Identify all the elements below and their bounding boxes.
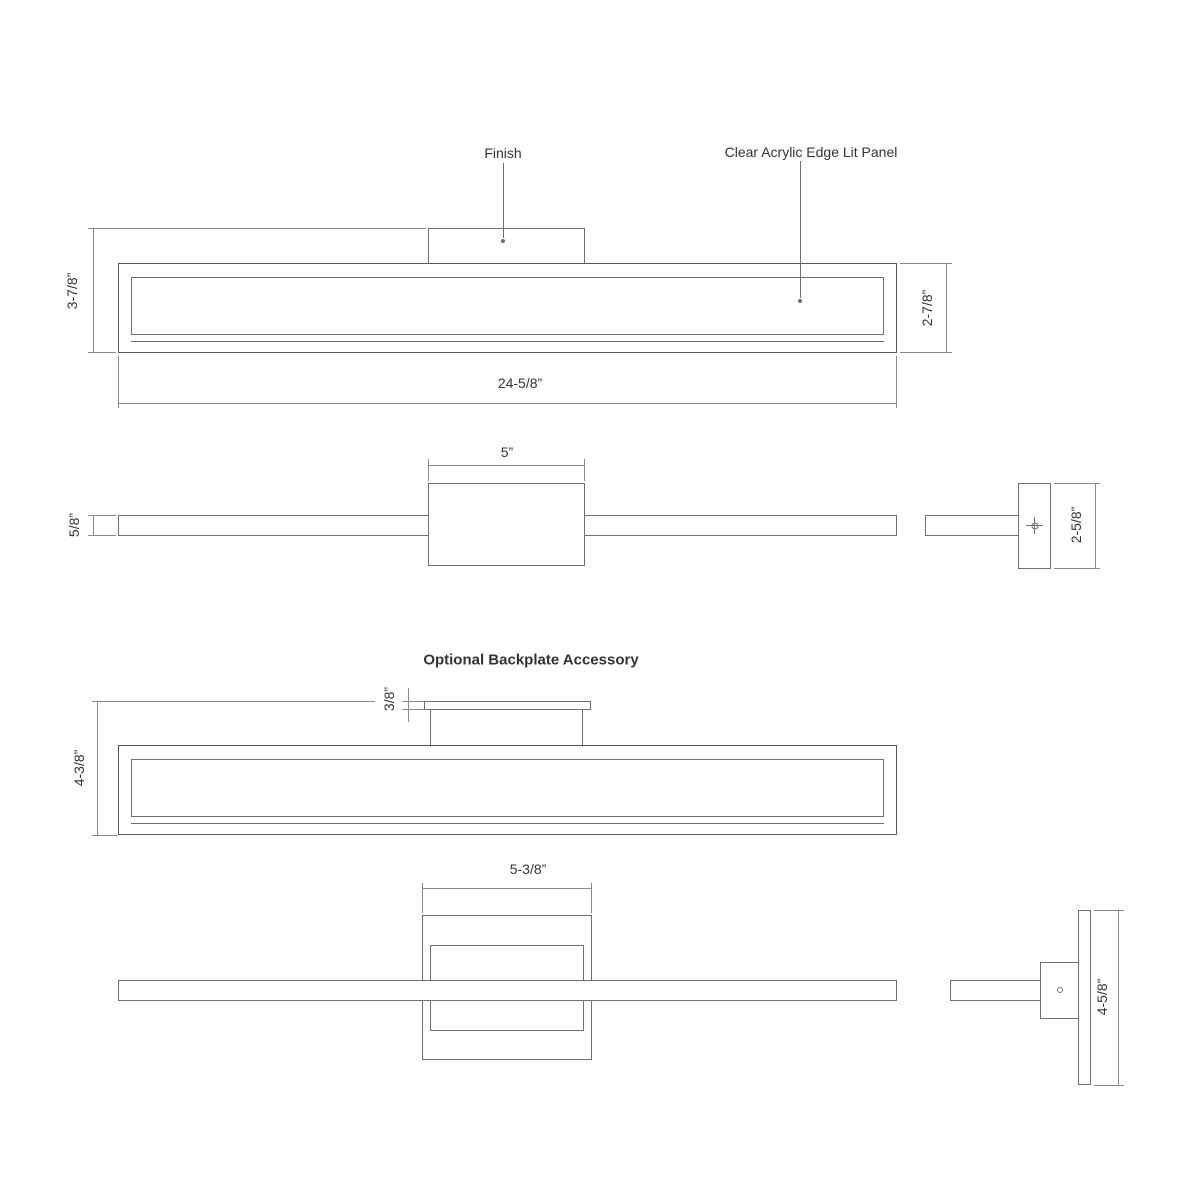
- dimension-line: [93, 515, 94, 536]
- mount-hole-icon: [1031, 522, 1039, 530]
- dimension-line: [946, 263, 947, 353]
- acrylic-panel-outline-2: [131, 759, 884, 817]
- mount-hole-icon: [1057, 987, 1063, 993]
- fixture-side-arm-outline: [925, 515, 1019, 536]
- extension-line: [1054, 568, 1100, 569]
- fixture-front-outline-2: [118, 745, 897, 835]
- extension-line: [118, 356, 119, 408]
- section-title: Optional Backplate Accessory: [423, 651, 639, 669]
- fixture-side-arm-outline-2: [950, 980, 1041, 1001]
- extension-line: [88, 515, 116, 516]
- dim-front-body-height: 2-7/8”: [919, 289, 935, 327]
- extension-line: [92, 701, 375, 702]
- canopy-plan-outline: [428, 483, 585, 566]
- dim-front-width: 24-5/8”: [497, 375, 543, 391]
- dimension-line: [1095, 483, 1096, 569]
- canopy-front-outline: [428, 228, 585, 264]
- extension-line: [88, 352, 116, 353]
- acrylic-leader-dot: [798, 299, 802, 303]
- acrylic-panel-outline: [131, 277, 884, 335]
- extension-line: [1054, 483, 1100, 484]
- finish-leader-line: [503, 163, 504, 238]
- extension-line: [1094, 1085, 1124, 1086]
- dimension-line: [428, 465, 585, 466]
- dim-backplate-side-height: 4-5/8”: [1094, 978, 1110, 1016]
- dim-side-height: 2-5/8”: [1068, 506, 1084, 544]
- dimension-line: [1118, 910, 1119, 1085]
- dim-canopy-width: 5”: [500, 444, 514, 460]
- finish-callout-label: Finish: [484, 145, 522, 161]
- dimension-line: [408, 688, 409, 722]
- extension-line: [422, 883, 423, 913]
- fixture-plan-bar-outline-2: [118, 980, 897, 1001]
- dim-backplate-thickness: 3/8”: [381, 686, 397, 712]
- backplate-side-outline: [1078, 910, 1091, 1085]
- acrylic-callout-label: Clear Acrylic Edge Lit Panel: [724, 144, 898, 160]
- canopy-front-outline-2: [430, 709, 583, 746]
- dimension-line: [93, 228, 94, 353]
- extension-line: [402, 709, 424, 710]
- acrylic-leader-line: [800, 161, 801, 298]
- dim-front-total-height: 3-7/8”: [64, 272, 80, 310]
- dim-bar-depth: 5/8”: [66, 512, 82, 538]
- fixture-front-lip-line: [131, 341, 884, 342]
- extension-line: [88, 228, 426, 229]
- dimension-line: [118, 403, 897, 404]
- extension-line: [428, 459, 429, 481]
- fixture-front-lip-line-2: [131, 823, 884, 824]
- finish-leader-dot: [501, 239, 505, 243]
- extension-line: [92, 835, 118, 836]
- extension-line: [584, 459, 585, 481]
- extension-line: [1094, 910, 1124, 911]
- dimension-line: [97, 701, 98, 836]
- extension-line: [900, 352, 952, 353]
- extension-line: [402, 701, 424, 702]
- dim-backplate-width: 5-3/8”: [509, 861, 547, 877]
- extension-line: [896, 356, 897, 408]
- extension-line: [900, 263, 952, 264]
- dimension-line: [422, 888, 592, 889]
- extension-line: [88, 535, 116, 536]
- dim-backplate-front-height: 4-3/8”: [71, 749, 87, 787]
- fixture-front-outline: [118, 263, 897, 353]
- extension-line: [591, 883, 592, 913]
